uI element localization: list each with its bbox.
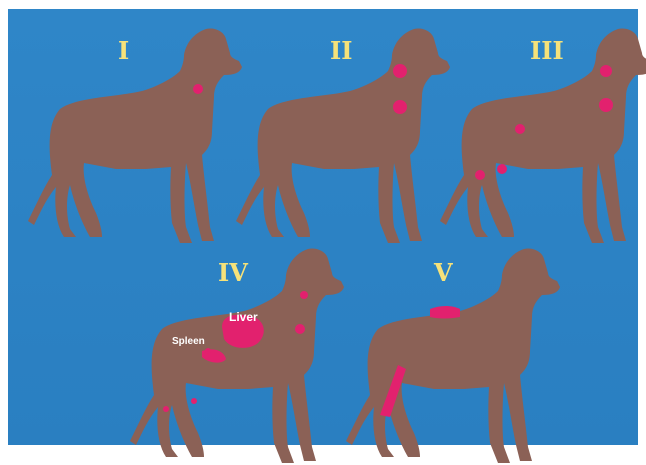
dog-figure-stage-ii [234,27,460,245]
bone-marrow-lesion [430,306,460,319]
dog-silhouette [440,28,646,243]
dog-figure-stage-iv [128,247,354,465]
lymph-node-lesion [191,398,197,404]
spleen-label: Spleen [172,336,205,347]
lymph-node-lesion [475,170,485,180]
lymph-node-lesion [515,124,525,134]
lymph-node-lesion [163,406,169,412]
lymph-node-lesion [497,164,507,174]
lymph-node-lesion [295,324,305,334]
lymph-node-lesion [393,100,407,114]
lymph-node-lesion [393,64,407,78]
lymph-node-lesion [600,65,612,77]
lymph-node-lesion [205,348,211,354]
dog-silhouette [130,248,344,463]
dog-silhouette [236,28,450,243]
dog-figure-stage-i [26,27,252,245]
dog-figure-stage-v [344,247,570,465]
lymph-node-lesion [599,98,613,112]
dog-silhouette [346,248,560,463]
dog-silhouette [28,28,242,243]
dog-figure-stage-iii [438,27,646,245]
lymph-node-lesion [193,84,203,94]
liver-label: Liver [229,310,258,324]
stage-panel: I II III IV Liver Spleen V [8,9,638,445]
lymph-node-lesion [300,291,308,299]
